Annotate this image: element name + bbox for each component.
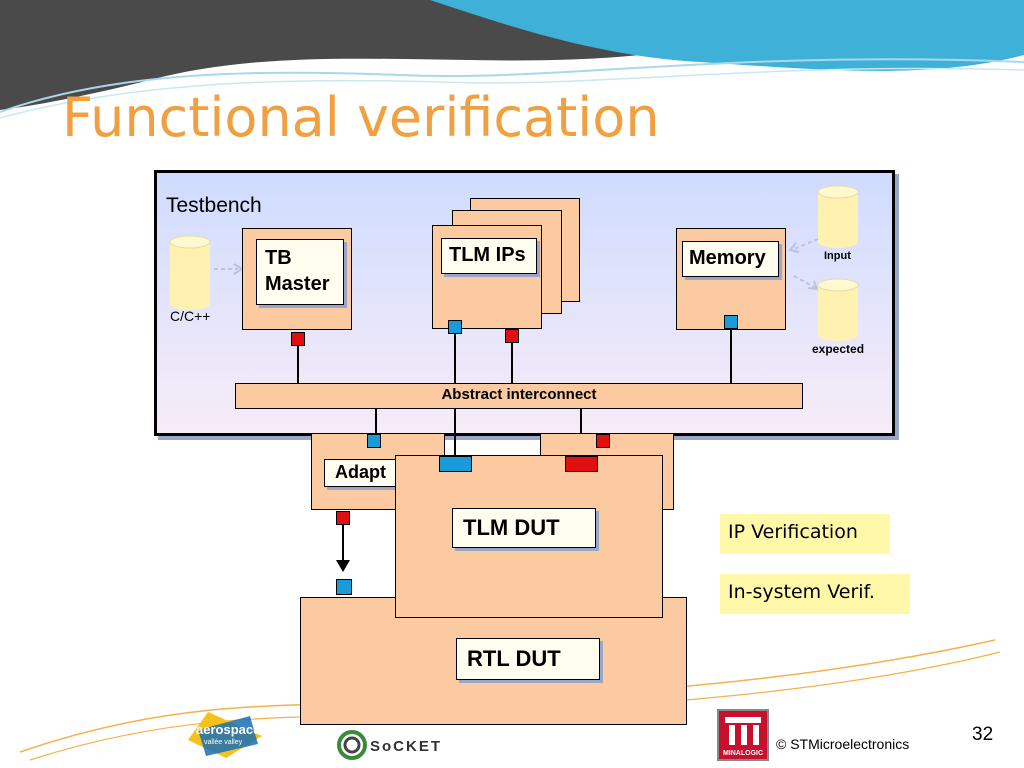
aerospace-logo-text: aerospace <box>196 722 260 737</box>
aerospace-logo-icon: aerospace vallée valley <box>188 712 262 758</box>
tb-master-label-line1: TB <box>265 247 292 269</box>
memory-port <box>724 315 738 329</box>
tlm-dut-port-red <box>565 456 598 472</box>
tlm-ip-wire-blue <box>454 334 456 383</box>
slide-title: Functional verification <box>62 86 660 149</box>
minalogic-logo-text: MINALOGIC <box>723 750 763 757</box>
page-number: 32 <box>972 724 994 745</box>
socket-logo: SoCKET <box>336 728 448 762</box>
input-arrow-icon <box>788 238 819 253</box>
memory-label: Memory <box>682 241 779 277</box>
c-cpp-label: C/C++ <box>170 308 211 324</box>
copyright-text: © STMicroelectronics <box>776 736 910 752</box>
input-database-icon <box>817 185 859 248</box>
adaptor-port-top <box>367 434 381 448</box>
adaptor-label: Adapt <box>324 459 406 487</box>
tlm-ip-port-red <box>505 329 519 343</box>
right-adaptor-port-top <box>596 434 610 448</box>
aerospace-logo: aerospace vallée valley <box>188 706 266 760</box>
tlm-dut-blue-wire <box>454 409 456 456</box>
tb-master-label: TB Master <box>256 239 344 305</box>
socket-logo-text: SoCKET <box>370 738 442 755</box>
adaptor-port-bottom <box>336 511 350 525</box>
input-label: Input <box>824 250 851 262</box>
tlm-dut-label: TLM DUT <box>452 508 596 548</box>
adaptor-to-rtl-arrowhead-icon <box>336 560 350 572</box>
testbench-label: Testbench <box>166 194 262 217</box>
adaptor-up-wire <box>375 409 377 434</box>
aerospace-logo-subtext: vallée valley <box>204 739 243 746</box>
tlm-dut-red-wire <box>580 409 582 456</box>
expected-label: expected <box>812 342 865 356</box>
tb-master-label-line2: Master <box>265 273 330 295</box>
rtl-dut-label: RTL DUT <box>456 638 600 680</box>
tlm-ips-label: TLM IPs <box>441 238 537 274</box>
abstract-interconnect-bar <box>235 383 803 409</box>
minalogic-logo: MINALOGIC <box>717 709 769 761</box>
tlm-ip-wire-red <box>511 343 513 383</box>
header-wave-decoration <box>0 0 1024 119</box>
tlm-dut-port-blue <box>439 456 472 472</box>
abstract-interconnect-label: Abstract interconnect <box>441 386 597 403</box>
minalogic-logo-icon: MINALOGIC <box>717 709 769 761</box>
expected-arrow-icon <box>793 275 819 291</box>
socket-logo-icon: SoCKET <box>337 730 442 760</box>
expected-database-icon <box>817 278 859 341</box>
adaptor-to-rtl-wire <box>342 525 344 565</box>
in-system-verif-note: In-system Verif. <box>720 574 910 614</box>
rtl-dut-port <box>336 579 352 595</box>
tb-master-wire <box>297 346 299 383</box>
c-cpp-database-icon <box>169 235 211 310</box>
c-cpp-arrow-icon <box>214 263 244 275</box>
tb-master-port <box>291 332 305 346</box>
ip-verification-note: IP Verification <box>720 514 890 554</box>
tlm-ip-port-blue <box>448 320 462 334</box>
memory-wire <box>730 329 732 383</box>
